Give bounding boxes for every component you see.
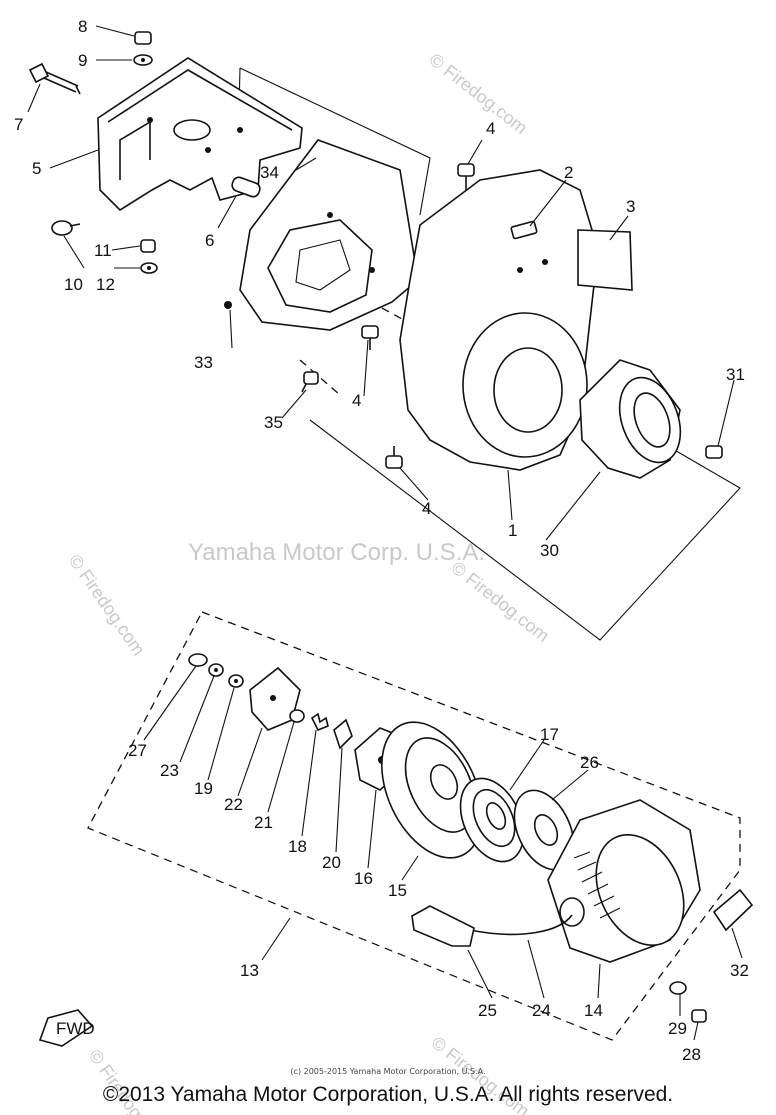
callout-25: 25 bbox=[478, 1001, 497, 1020]
watermark-yamaha: Yamaha Motor Corp. U.S.A. bbox=[188, 539, 485, 566]
watermark-firedog-2: © Firedog.com bbox=[65, 551, 149, 659]
watermark-firedog-1: © Firedog.com bbox=[426, 49, 532, 138]
copyright-notice: ©2013 Yamaha Motor Corporation, U.S.A. A… bbox=[102, 1083, 674, 1106]
callout-12: 12 bbox=[96, 275, 115, 294]
callout-28: 28 bbox=[682, 1045, 701, 1064]
callout-23: 23 bbox=[160, 761, 179, 780]
callout-35: 35 bbox=[264, 413, 283, 432]
callout-9: 9 bbox=[78, 51, 87, 70]
bracket-part-5 bbox=[97, 57, 303, 212]
nut-part-11 bbox=[140, 239, 156, 253]
leader-lines bbox=[27, 25, 743, 1041]
callout-18: 18 bbox=[288, 837, 307, 856]
nut-part-8 bbox=[134, 31, 152, 45]
fan-housing-part-1 bbox=[399, 169, 599, 471]
washer-part-23 bbox=[208, 663, 224, 677]
callout-34: 34 bbox=[260, 163, 279, 182]
fwd-arrow-icon: FWD bbox=[38, 1009, 95, 1047]
starter-pulley-part-30 bbox=[579, 359, 682, 479]
starter-handle-part-25 bbox=[411, 905, 475, 947]
decal-part-3 bbox=[577, 229, 633, 291]
recoil-starter-boundary bbox=[87, 611, 741, 1041]
fwd-label: FWD bbox=[56, 1019, 95, 1038]
callout-7: 7 bbox=[14, 115, 23, 134]
callout-27: 27 bbox=[128, 741, 147, 760]
callout-30: 30 bbox=[540, 541, 559, 560]
bolt-part-28 bbox=[691, 1009, 707, 1023]
callout-33: 33 bbox=[194, 353, 213, 372]
callout-4-middle: 4 bbox=[352, 391, 361, 410]
callout-17: 17 bbox=[540, 725, 559, 744]
callout-3: 3 bbox=[626, 197, 635, 216]
watermark-firedog-3: © Firedog.com bbox=[448, 557, 554, 646]
washer-part-12 bbox=[140, 262, 158, 274]
callout-14: 14 bbox=[584, 1001, 603, 1020]
callout-4-top: 4 bbox=[486, 119, 495, 138]
starter-case-part-14 bbox=[547, 799, 701, 963]
washer-part-21 bbox=[289, 709, 305, 723]
recoil-pulley-part-15 bbox=[381, 721, 483, 859]
washer-part-9 bbox=[133, 54, 153, 66]
callout-24: 24 bbox=[532, 1001, 551, 1020]
callout-32: 32 bbox=[730, 961, 749, 980]
callout-19: 19 bbox=[194, 779, 213, 798]
callout-26: 26 bbox=[580, 753, 599, 772]
callout-labels: 1 2 3 4 4 4 5 6 7 8 9 10 11 12 13 14 15 … bbox=[14, 17, 749, 1064]
bolt-part-7 bbox=[28, 62, 81, 95]
callout-10: 10 bbox=[64, 275, 83, 294]
callout-11: 11 bbox=[94, 241, 112, 260]
callout-29: 29 bbox=[668, 1019, 687, 1038]
callout-6: 6 bbox=[205, 231, 214, 250]
bolt-part-4-top bbox=[457, 163, 475, 190]
rope-guide-part-32 bbox=[712, 888, 754, 932]
callout-5: 5 bbox=[32, 159, 41, 178]
small-copyright-note: (c) 2005-2015 Yamaha Motor Corporation, … bbox=[290, 1067, 486, 1076]
callout-22: 22 bbox=[224, 795, 243, 814]
spring-part-18 bbox=[310, 712, 329, 732]
callout-21: 21 bbox=[254, 813, 273, 832]
washer-part-29 bbox=[669, 981, 687, 995]
callout-13: 13 bbox=[240, 961, 259, 980]
bolt-part-4-bottom bbox=[385, 446, 403, 469]
callout-15: 15 bbox=[388, 881, 407, 900]
screw-part-35 bbox=[301, 371, 319, 393]
callout-20: 20 bbox=[322, 853, 341, 872]
callout-8: 8 bbox=[78, 17, 87, 36]
spacer-part-6 bbox=[231, 176, 261, 198]
washer-part-19 bbox=[228, 674, 244, 688]
starter-rope-part-24 bbox=[469, 914, 573, 936]
screw-part-31 bbox=[705, 445, 723, 459]
callout-1: 1 bbox=[508, 521, 517, 540]
callout-16: 16 bbox=[354, 869, 373, 888]
shroud-plate-part-33 bbox=[224, 139, 419, 331]
bolt-part-4-middle bbox=[361, 325, 379, 350]
recoil-spring-part-17 bbox=[459, 777, 525, 863]
callout-4-bottom: 4 bbox=[422, 499, 431, 518]
friction-plate-part-22 bbox=[249, 666, 301, 731]
callout-31: 31 bbox=[726, 365, 745, 384]
pawl-part-20 bbox=[333, 718, 353, 750]
washer-part-27 bbox=[188, 653, 208, 667]
screw-part-10 bbox=[51, 220, 81, 236]
callout-2: 2 bbox=[564, 163, 573, 182]
